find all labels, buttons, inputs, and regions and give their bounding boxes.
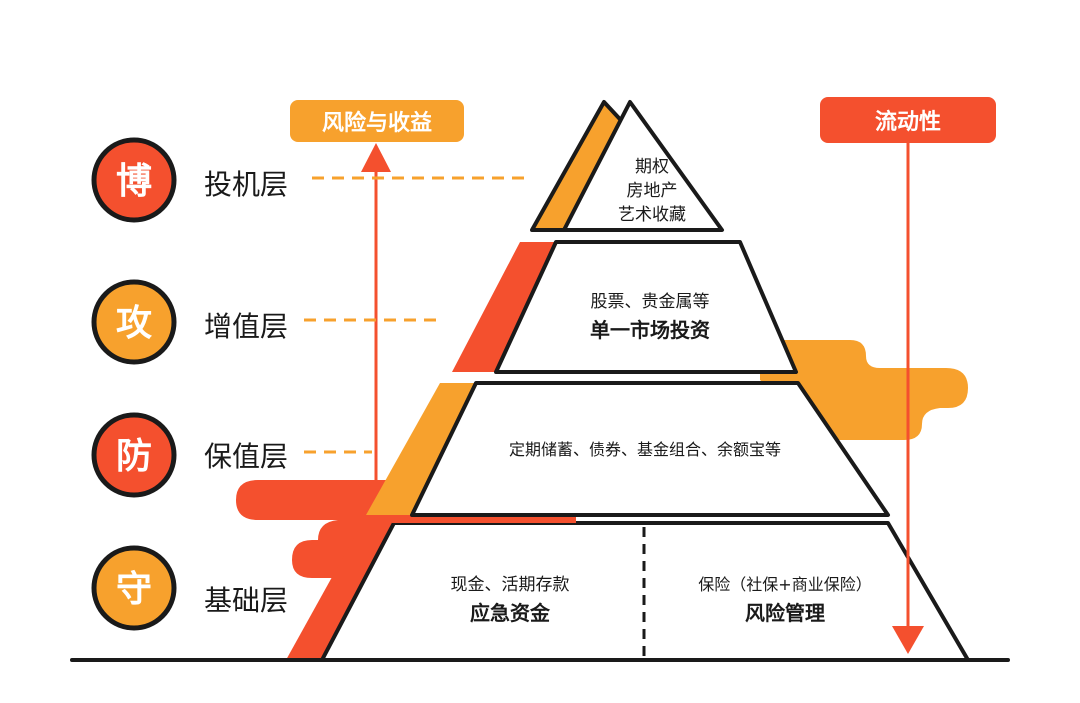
risk-return-badge: 风险与收益 <box>290 100 464 142</box>
tier-4-left-text: 现金、活期存款 应急资金 <box>451 575 570 625</box>
pyramid-tier-4 <box>286 521 970 662</box>
pyramid-tier-3 <box>366 381 890 523</box>
tier-1-text: 期权 房地产 艺术收藏 <box>618 157 686 225</box>
level-growth: 攻 增值层 <box>91 279 288 365</box>
tier-1-line: 房地产 <box>627 181 678 201</box>
tier-3-text: 定期储蓄、债券、基金组合、余额宝等 <box>509 440 781 459</box>
level-label: 增值层 <box>204 310 288 343</box>
liquidity-label: 流动性 <box>875 109 941 135</box>
tier-1-line: 期权 <box>635 157 669 177</box>
level-badge-char: 博 <box>116 161 152 202</box>
risk-return-arrow <box>361 143 391 480</box>
risk-return-label: 风险与收益 <box>322 110 432 136</box>
tier-4-left-subtitle: 现金、活期存款 <box>451 575 570 595</box>
level-label: 基础层 <box>204 584 288 617</box>
level-badge-char: 守 <box>116 569 152 610</box>
tier-4-right-text: 保险（社保+商业保险） 风险管理 <box>698 575 871 625</box>
liquidity-arrow <box>892 143 924 654</box>
level-label: 投机层 <box>204 168 288 201</box>
level-badge-circle <box>91 545 177 631</box>
pyramid-tier-1 <box>530 100 724 232</box>
tier-4-left-title: 应急资金 <box>470 601 551 625</box>
tier-3-subtitle: 定期储蓄、债券、基金组合、余额宝等 <box>509 440 781 459</box>
level-badge-char: 防 <box>116 436 152 477</box>
level-speculation: 博 投机层 <box>91 137 288 223</box>
level-preservation: 防 保值层 <box>91 412 288 498</box>
liquidity-badge: 流动性 <box>820 97 996 143</box>
tier-2-text: 股票、贵金属等 单一市场投资 <box>590 292 710 342</box>
level-badge-circle <box>91 412 177 498</box>
level-badge-circle <box>91 137 177 223</box>
pyramid-tier-2 <box>452 240 798 374</box>
level-foundation: 守 基础层 <box>91 545 288 631</box>
level-badge-char: 攻 <box>116 303 152 344</box>
tier-1-line: 艺术收藏 <box>618 205 686 225</box>
tier-4-right-subtitle: 保险（社保+商业保险） <box>698 575 871 594</box>
level-label: 保值层 <box>204 440 288 473</box>
tier-2-title: 单一市场投资 <box>590 318 710 342</box>
tier-4-right-title: 风险管理 <box>745 601 825 625</box>
level-badge-circle <box>91 279 177 365</box>
tier-2-subtitle: 股票、贵金属等 <box>591 292 710 312</box>
